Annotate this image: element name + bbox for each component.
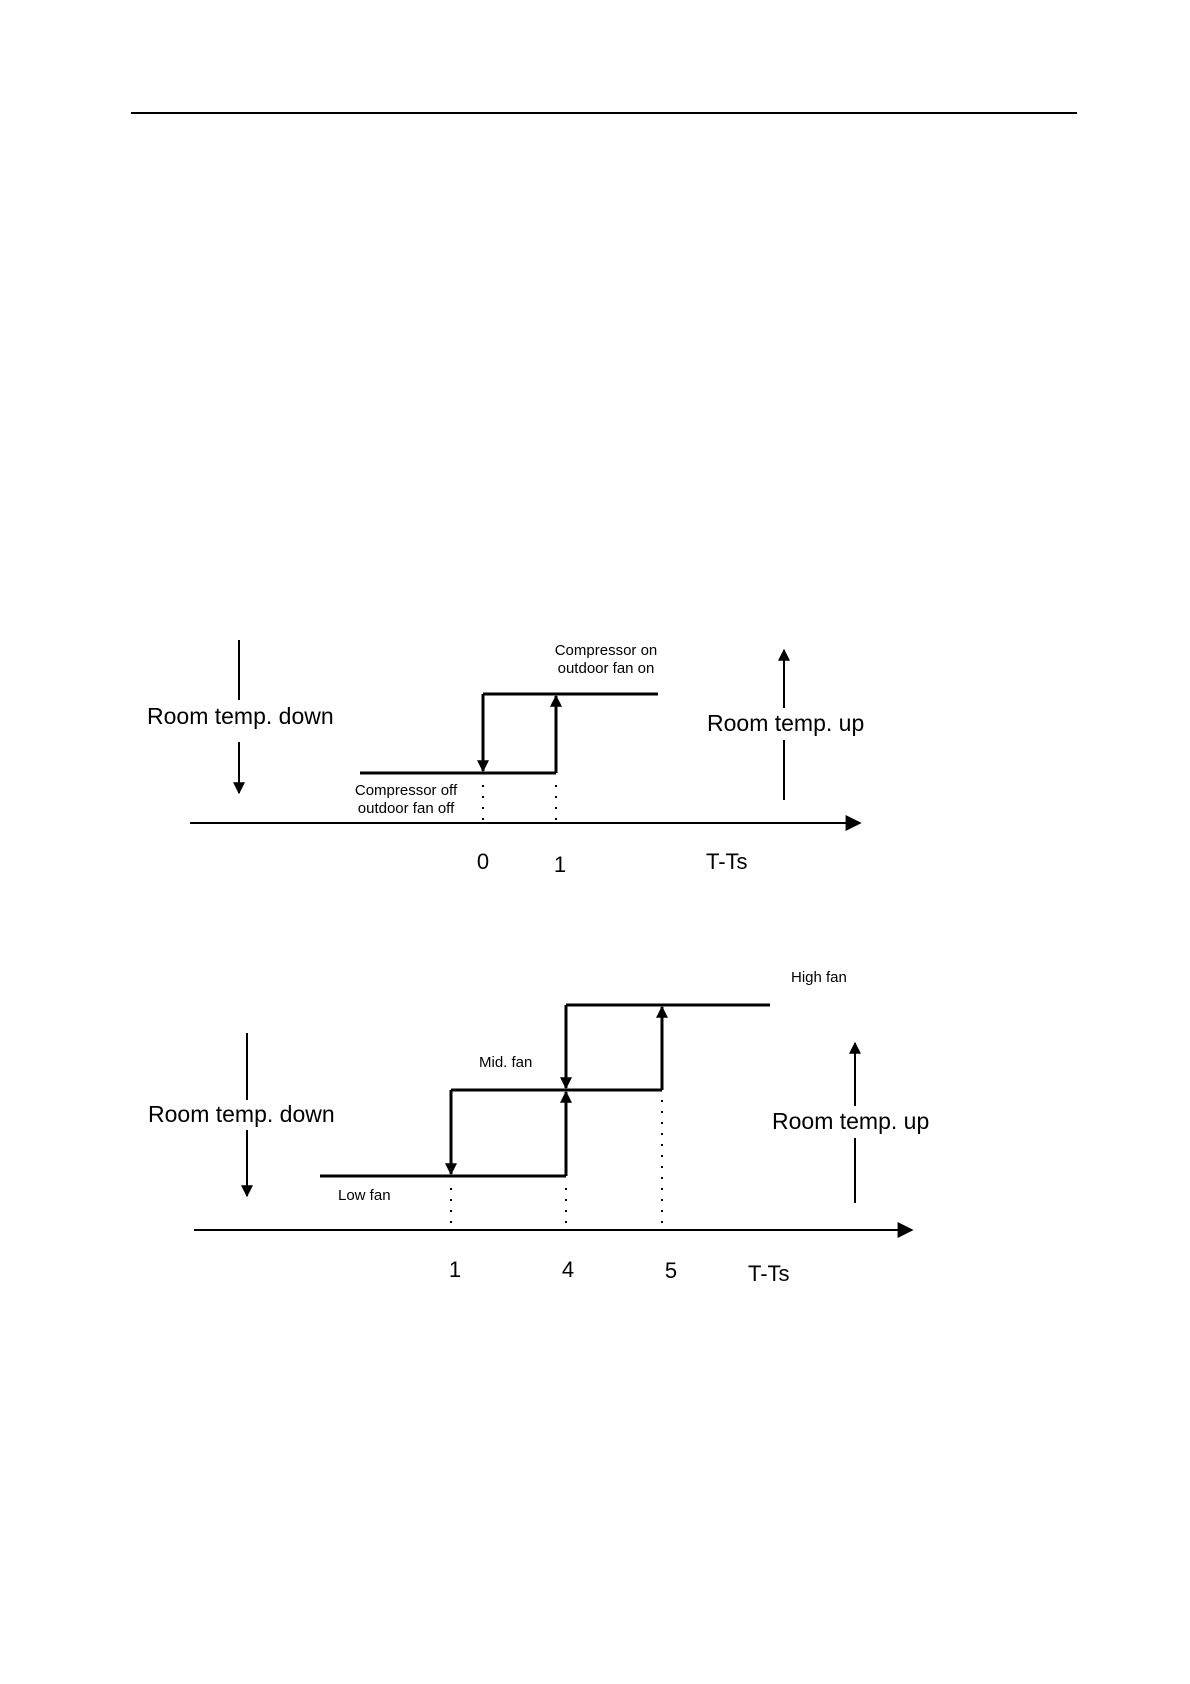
axis-label: T-Ts [748, 1261, 790, 1286]
on-state-label-line2: outdoor fan on [558, 660, 655, 677]
high-fan-label: High fan [791, 969, 847, 986]
tick-label-5: 5 [665, 1258, 677, 1283]
diagram-compressor-hysteresis: Room temp. down Room temp. up Compressor… [147, 640, 864, 877]
room-temp-down-label: Room temp. down [148, 1101, 335, 1127]
axis-label: T-Ts [706, 849, 748, 874]
room-temp-down-label: Room temp. down [147, 703, 334, 729]
diagram-fan-speed-hysteresis: Room temp. down Room temp. up High fan M… [148, 969, 929, 1286]
on-state-label-line1: Compressor on [555, 642, 658, 659]
room-temp-up-label: Room temp. up [707, 710, 864, 736]
tick-label-1: 1 [449, 1257, 461, 1282]
mid-fan-label: Mid. fan [479, 1054, 532, 1071]
tick-label-0: 0 [477, 849, 489, 874]
tick-label-4: 4 [562, 1257, 574, 1282]
off-state-label-line2: outdoor fan off [358, 800, 455, 817]
low-fan-label: Low fan [338, 1187, 391, 1204]
off-state-label-line1: Compressor off [355, 782, 458, 799]
room-temp-up-label: Room temp. up [772, 1108, 929, 1134]
tick-label-1: 1 [554, 852, 566, 877]
